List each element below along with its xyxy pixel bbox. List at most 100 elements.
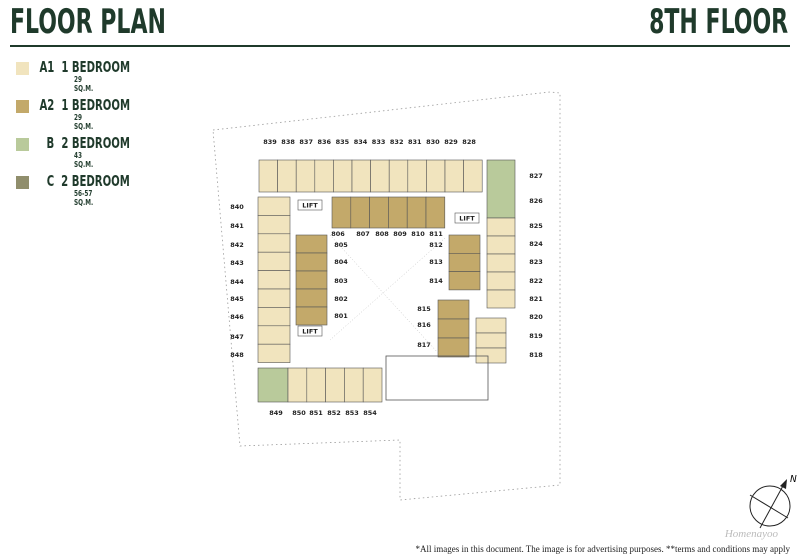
unit-label: 836 <box>318 138 332 146</box>
unit <box>486 253 516 273</box>
unit-label: 848 <box>230 351 244 359</box>
unit-label: 812 <box>429 241 443 249</box>
unit-label: 828 <box>462 138 476 146</box>
unit <box>425 196 446 229</box>
unit <box>463 159 483 193</box>
unit <box>486 217 516 237</box>
unit <box>369 196 389 229</box>
unit <box>295 306 328 326</box>
unit <box>306 367 326 403</box>
unit <box>475 317 507 334</box>
unit <box>388 159 409 193</box>
unit <box>257 307 291 327</box>
unit <box>406 196 427 229</box>
unit-label: 829 <box>444 138 458 146</box>
unit-label: 806 <box>331 230 345 238</box>
swatch <box>16 62 29 75</box>
unit <box>388 196 408 229</box>
unit-label: 814 <box>429 277 443 285</box>
swatch <box>16 138 29 151</box>
lift <box>297 325 323 337</box>
unit <box>295 270 328 290</box>
common-area <box>385 355 489 401</box>
header-divider <box>10 45 790 47</box>
unit-label: 842 <box>230 241 244 249</box>
unit-label: 853 <box>345 409 359 417</box>
unit <box>350 196 370 229</box>
unit-label: 850 <box>292 409 306 417</box>
unit-label: 849 <box>269 409 283 417</box>
compass: N <box>749 474 797 529</box>
unit-label: 808 <box>375 230 389 238</box>
unit-label: 843 <box>230 259 244 267</box>
unit-label: 832 <box>390 138 404 146</box>
unit-label: 831 <box>408 138 422 146</box>
unit-label: 839 <box>263 138 277 146</box>
unit-label: 826 <box>529 197 543 205</box>
unit <box>448 253 481 272</box>
unit <box>370 159 390 193</box>
unit <box>257 251 291 271</box>
unit-label: 810 <box>411 230 425 238</box>
unit <box>258 159 278 193</box>
unit-label: 817 <box>417 341 431 349</box>
unit-label: 818 <box>529 351 543 359</box>
unit-label: 827 <box>529 172 543 180</box>
unit-827-826 <box>486 159 516 219</box>
unit-label: 833 <box>372 138 386 146</box>
unit <box>486 289 516 309</box>
unit <box>277 159 297 193</box>
lift <box>297 199 323 211</box>
void-line <box>329 234 441 356</box>
unit-label: 802 <box>334 295 348 303</box>
unit <box>257 325 291 345</box>
unit <box>437 318 470 339</box>
watermark: Homenayoo <box>724 528 778 540</box>
unit <box>314 159 334 193</box>
unit-label: 841 <box>230 222 244 230</box>
page-title: FLOOR PLAN <box>10 2 166 42</box>
lift-label: LIFT <box>302 202 318 210</box>
unit <box>407 159 427 193</box>
unit <box>257 270 291 290</box>
unit-label: 805 <box>334 241 348 249</box>
unit <box>295 234 328 254</box>
unit <box>257 196 291 216</box>
swatch <box>16 176 29 189</box>
unit <box>257 288 291 308</box>
unit-label: 847 <box>230 333 244 341</box>
unit-label: 804 <box>334 258 348 266</box>
unit <box>448 234 481 254</box>
unit <box>257 233 291 253</box>
unit <box>486 271 516 291</box>
unit-label: 820 <box>529 313 543 321</box>
unit-label: 834 <box>354 138 368 146</box>
unit-label: 846 <box>230 313 244 321</box>
unit-849 <box>257 367 289 403</box>
unit <box>257 215 291 235</box>
unit-label: 830 <box>426 138 440 146</box>
unit <box>437 337 470 358</box>
unit-label: 801 <box>334 312 348 320</box>
unit-label: 822 <box>529 277 543 285</box>
unit <box>257 343 291 363</box>
unit <box>362 367 383 403</box>
swatch <box>16 100 29 113</box>
unit-label: 821 <box>529 295 543 303</box>
unit-label: 825 <box>529 222 543 230</box>
unit <box>351 159 371 193</box>
unit <box>344 367 364 403</box>
unit <box>475 347 507 364</box>
unit-label: 840 <box>230 203 244 211</box>
unit-label: 837 <box>299 138 313 146</box>
unit-label: 851 <box>309 409 323 417</box>
unit <box>295 288 328 308</box>
disclaimer: *All images in this document. The image … <box>415 544 790 554</box>
unit-label: 809 <box>393 230 407 238</box>
unit-label: 813 <box>429 258 443 266</box>
lift-label: LIFT <box>302 328 318 336</box>
floor-title: 8TH FLOOR <box>648 2 788 42</box>
north-label: N <box>790 474 797 485</box>
unit <box>426 159 446 193</box>
